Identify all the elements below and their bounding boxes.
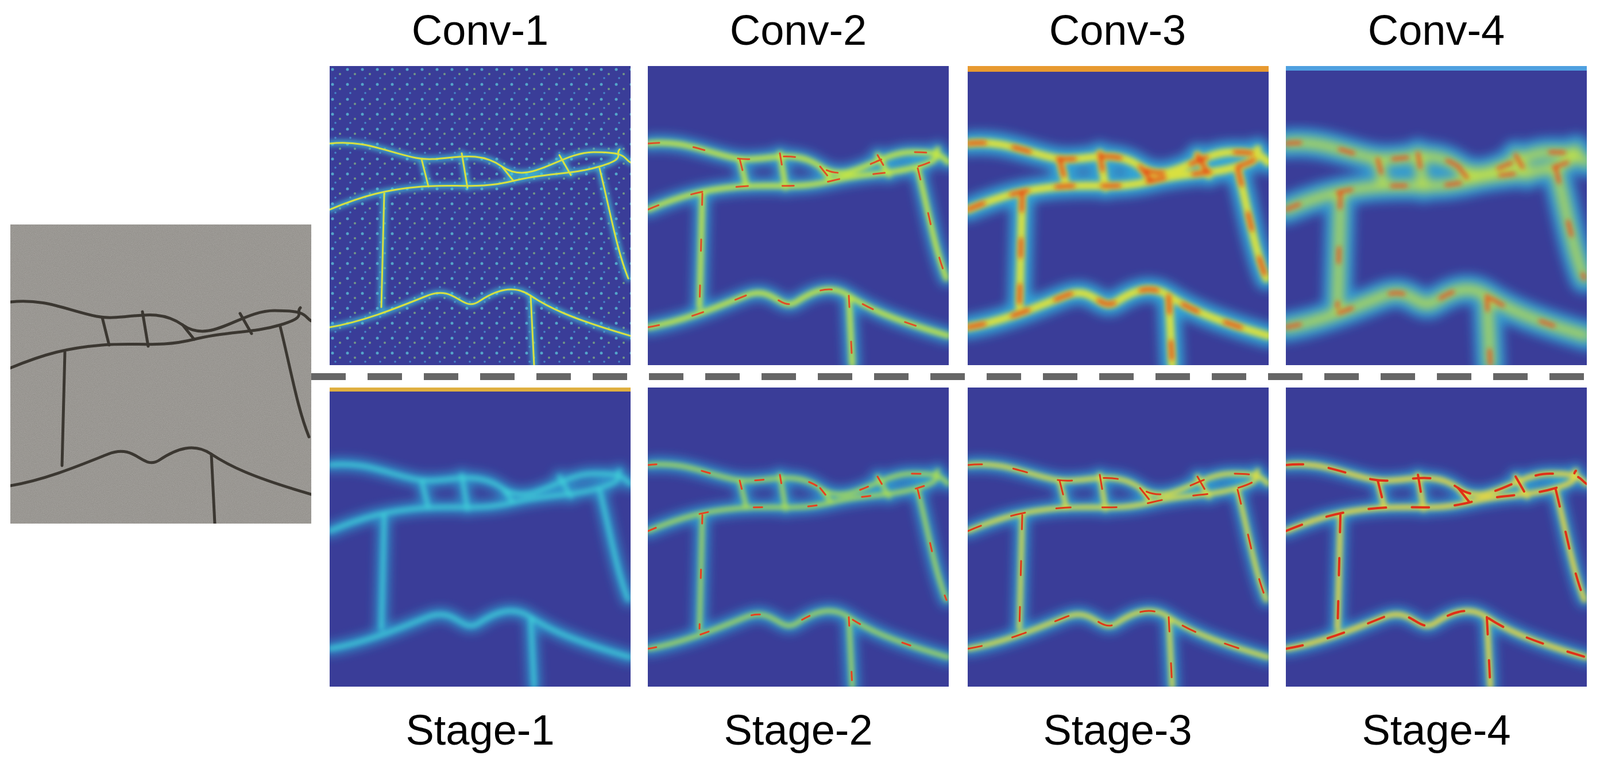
heatmap-panel — [647, 387, 949, 687]
dashed-divider — [311, 373, 1600, 381]
heatmap-panel — [647, 66, 949, 366]
heatmap-panel — [967, 66, 1269, 366]
panel-label: Conv-2 — [729, 5, 868, 56]
panel-label: Conv-3 — [1049, 5, 1187, 56]
panel-label: Conv-4 — [1367, 5, 1506, 56]
heatmap-panel — [967, 387, 1269, 687]
heatmap-panel — [1285, 66, 1587, 366]
panel-label: Stage-4 — [1361, 705, 1511, 756]
panel-label: Stage-1 — [405, 705, 555, 756]
panel-label: Stage-2 — [723, 705, 873, 756]
panel-label: Stage-3 — [1042, 705, 1192, 756]
heatmap-panel — [329, 66, 631, 366]
heatmap-panel — [329, 387, 631, 687]
heatmap-panel — [1285, 387, 1587, 687]
panel-label: Conv-1 — [411, 5, 550, 56]
input-photo — [10, 224, 312, 524]
